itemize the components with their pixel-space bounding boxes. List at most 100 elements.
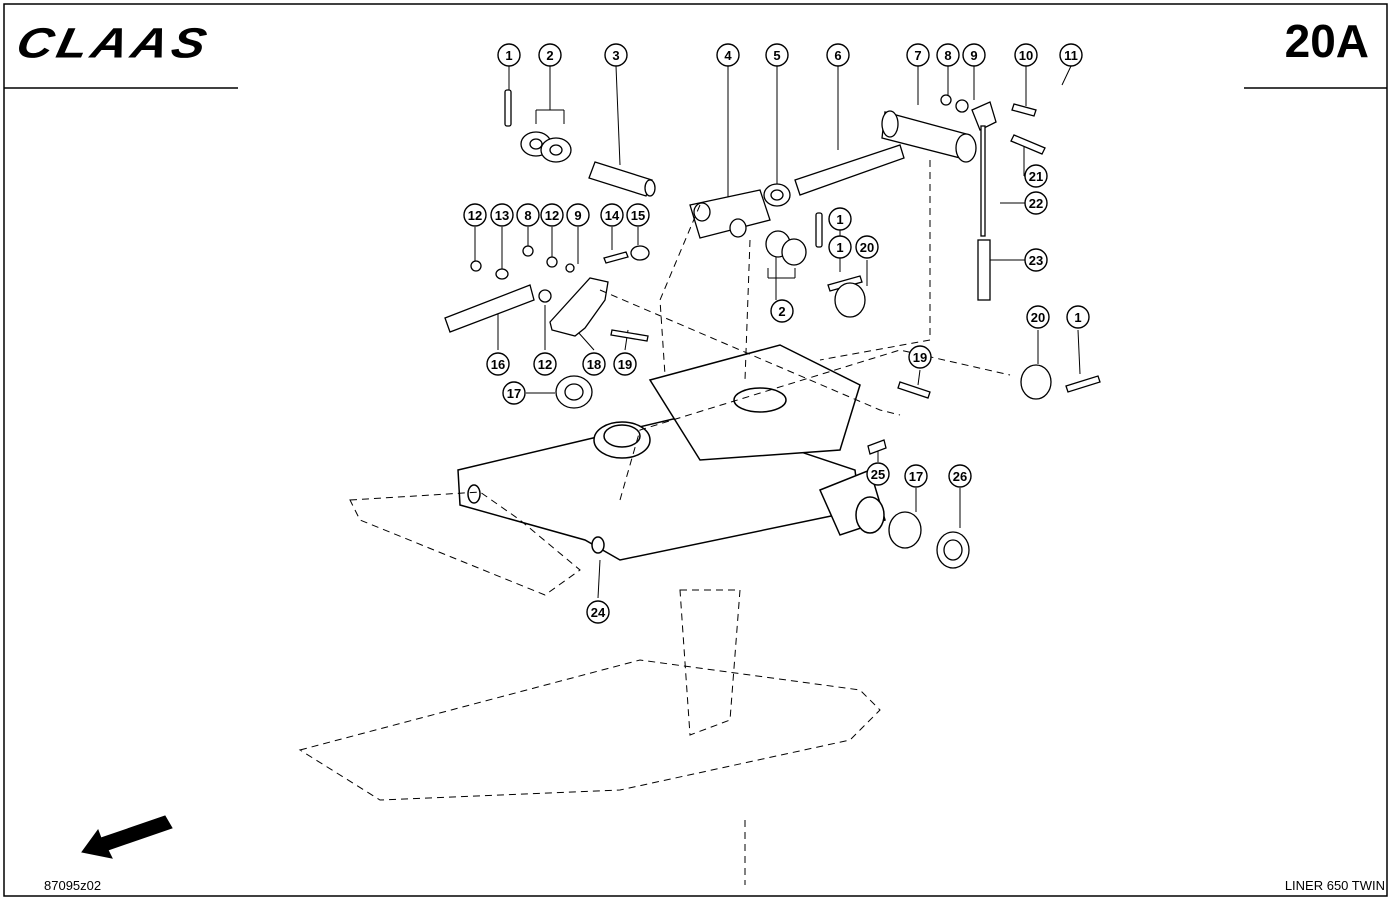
callout-25: 25 <box>866 462 890 486</box>
drawing-number: 87095z02 <box>44 878 102 893</box>
callout-circle <box>540 203 564 227</box>
callout-circle <box>866 462 890 486</box>
callout-21: 21 <box>1024 164 1048 188</box>
callout-4: 4 <box>716 43 740 67</box>
callout-circle <box>463 203 487 227</box>
callout-circle <box>765 43 789 67</box>
callout-circle <box>486 352 510 376</box>
dashed-outline <box>298 160 1011 885</box>
callout-circle <box>600 203 624 227</box>
model-name: LINER 650 TWIN <box>1284 878 1385 893</box>
callout-circle <box>855 235 879 259</box>
callout-number: 21 <box>1029 169 1043 184</box>
callout-circle <box>533 352 557 376</box>
callout-3: 3 <box>604 43 628 67</box>
callout-number: 9 <box>970 48 977 63</box>
callout-8: 8 <box>936 43 960 67</box>
callout-circle <box>936 43 960 67</box>
callout-number: 15 <box>631 208 645 223</box>
callout-circle <box>1024 164 1048 188</box>
callout-number: 5 <box>773 48 780 63</box>
callout-number: 17 <box>507 386 521 401</box>
callout-number: 1 <box>1074 310 1081 325</box>
callout-12: 12 <box>540 203 564 227</box>
callout-number: 18 <box>587 357 601 372</box>
callout-16: 16 <box>486 352 510 376</box>
callout-number: 19 <box>618 357 632 372</box>
frame <box>3 3 1388 897</box>
callout-number: 3 <box>612 48 619 63</box>
callout-1: 1 <box>828 235 852 259</box>
callout-22: 22 <box>1024 191 1048 215</box>
callout-5: 5 <box>765 43 789 67</box>
callout-17: 17 <box>904 464 928 488</box>
callout-number: 14 <box>605 208 620 223</box>
callout-circle <box>828 235 852 259</box>
callout-number: 8 <box>524 208 531 223</box>
callout-circle <box>1066 305 1090 329</box>
callout-number: 19 <box>913 350 927 365</box>
callout-circle <box>497 43 521 67</box>
callout-number: 10 <box>1019 48 1033 63</box>
callout-number: 22 <box>1029 196 1043 211</box>
callout-circle <box>1024 248 1048 272</box>
callout-10: 10 <box>1014 43 1038 67</box>
callout-circle <box>604 43 628 67</box>
callout-number: 26 <box>953 469 967 484</box>
callout-number: 12 <box>538 357 552 372</box>
callout-circle <box>716 43 740 67</box>
callout-number: 1 <box>836 212 843 227</box>
callout-number: 25 <box>871 467 885 482</box>
callout-12: 12 <box>533 352 557 376</box>
callout-14: 14 <box>600 203 624 227</box>
callout-19: 19 <box>613 352 637 376</box>
callout-8: 8 <box>516 203 540 227</box>
callout-number: 4 <box>724 48 732 63</box>
callout-26: 26 <box>948 464 972 488</box>
callout-number: 1 <box>836 240 843 255</box>
callout-24: 24 <box>586 600 610 624</box>
callout-circle <box>538 43 562 67</box>
callout-1: 1 <box>497 43 521 67</box>
callout-7: 7 <box>906 43 930 67</box>
callout-number: 17 <box>909 469 923 484</box>
main-frame-casting <box>457 344 886 561</box>
callout-circle <box>490 203 514 227</box>
callout-18: 18 <box>582 352 606 376</box>
callout-circle <box>770 299 794 323</box>
callout-number: 8 <box>944 48 951 63</box>
callout-circle <box>586 600 610 624</box>
callout-circle <box>908 345 932 369</box>
callout-circle <box>502 381 526 405</box>
callout-circle <box>582 352 606 376</box>
callout-12: 12 <box>463 203 487 227</box>
page-number: 20A <box>1284 15 1369 67</box>
callout-2: 2 <box>770 299 794 323</box>
callout-number: 12 <box>468 208 482 223</box>
callout-circle <box>906 43 930 67</box>
callout-circle <box>1024 191 1048 215</box>
callout-number: 6 <box>834 48 841 63</box>
callout-9: 9 <box>962 43 986 67</box>
callout-19: 19 <box>908 345 932 369</box>
callout-circle <box>904 464 928 488</box>
callout-circle <box>962 43 986 67</box>
callout-circle <box>566 203 590 227</box>
callout-20: 20 <box>855 235 879 259</box>
callout-23: 23 <box>1024 248 1048 272</box>
callout-circle <box>826 43 850 67</box>
callout-11: 11 <box>1059 43 1083 67</box>
callout-circle <box>828 207 852 231</box>
callout-number: 20 <box>1031 310 1045 325</box>
callout-number: 11 <box>1064 48 1078 63</box>
callout-circle <box>1026 305 1050 329</box>
callout-17: 17 <box>502 381 526 405</box>
callout-6: 6 <box>826 43 850 67</box>
callout-circle <box>1059 43 1083 67</box>
callout-circle <box>613 352 637 376</box>
callout-number: 12 <box>545 208 559 223</box>
callout-number: 13 <box>495 208 509 223</box>
callout-13: 13 <box>490 203 514 227</box>
